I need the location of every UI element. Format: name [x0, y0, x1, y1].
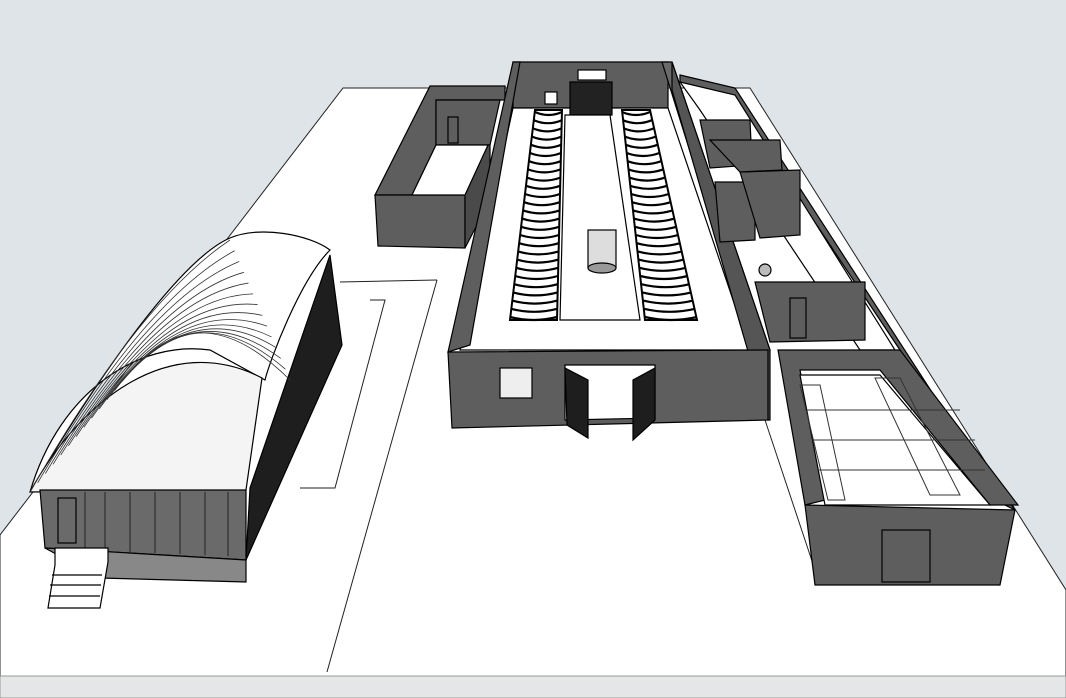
- stall-divider: [644, 315, 698, 322]
- stall-divider: [623, 127, 655, 133]
- stall-divider: [518, 242, 560, 248]
- stall-divider: [530, 143, 562, 149]
- stall-divider: [633, 217, 675, 223]
- stall-divider: [533, 119, 563, 125]
- stall-divider: [631, 201, 672, 207]
- roof-rib: [60, 282, 249, 456]
- stall-divider: [522, 209, 560, 215]
- stall-divider: [636, 242, 681, 248]
- stall-divider: [632, 209, 673, 215]
- stall-divider: [509, 315, 558, 322]
- annex-building: [678, 74, 1016, 511]
- entry-stairs[interactable]: [47, 547, 109, 609]
- roof-rib: [129, 332, 291, 381]
- barn-back-door: [569, 81, 613, 116]
- barn-door-left: [564, 366, 589, 440]
- stall-divider: [635, 233, 679, 240]
- stall-divider: [510, 307, 558, 313]
- barn-door-right: [632, 366, 656, 442]
- stall-divider: [628, 168, 664, 174]
- glass-room-door: [881, 529, 931, 583]
- stall-divider: [641, 283, 690, 289]
- roof-rib: [37, 250, 235, 483]
- footer-strip: [0, 675, 1066, 698]
- roof-rib: [45, 261, 240, 474]
- stall-divider: [513, 283, 559, 289]
- stall-divider: [519, 233, 560, 240]
- stall-divider: [532, 127, 563, 133]
- stall-divider: [638, 258, 685, 264]
- stall-divider: [643, 307, 696, 313]
- stall-divider: [641, 291, 692, 297]
- milking-stall-row-right: [620, 109, 699, 322]
- stall-divider: [629, 176, 666, 182]
- barn-center-aisle: [559, 114, 641, 321]
- hut-side-wall: [245, 254, 343, 561]
- hut-roof-ribs: [29, 239, 291, 493]
- barn-left-wall: [447, 61, 521, 353]
- stall-divider: [624, 135, 657, 141]
- glass-room-front-wall: [804, 504, 1016, 586]
- stall-divider: [634, 225, 677, 231]
- stall-divider: [517, 250, 559, 256]
- stall-divider: [512, 291, 558, 297]
- stall-divider: [523, 201, 561, 207]
- stall-divider: [524, 192, 561, 199]
- stall-divider: [626, 151, 660, 158]
- stall-divider: [528, 160, 562, 166]
- stall-divider: [520, 225, 560, 231]
- stall-divider: [639, 266, 686, 272]
- stall-divider: [630, 192, 670, 199]
- stall-divider: [621, 110, 651, 117]
- barn-window: [499, 367, 533, 399]
- annex-room-wall: [754, 281, 866, 343]
- feed-cart: [587, 229, 617, 269]
- stall-divider: [511, 299, 558, 305]
- stall-divider: [516, 258, 559, 264]
- stall-divider: [529, 151, 562, 158]
- stall-divider: [622, 119, 653, 125]
- stall-divider: [627, 160, 662, 166]
- stall-divider: [637, 250, 683, 256]
- stall-divider: [527, 168, 561, 174]
- roof-rib: [52, 271, 244, 465]
- stall-divider: [629, 184, 668, 190]
- quonset-hut: [28, 231, 343, 583]
- stall-divider: [526, 176, 561, 182]
- milking-stalls: [508, 109, 699, 322]
- roof-rib: [29, 239, 231, 493]
- roof-rib: [83, 312, 263, 428]
- roof-rib: [98, 324, 272, 410]
- stall-divider: [625, 143, 658, 149]
- stall-divider: [531, 135, 562, 141]
- stall-divider: [514, 274, 559, 281]
- stall-divider: [642, 299, 694, 305]
- roof-rib: [75, 303, 258, 437]
- milking-stall-row-left: [508, 109, 564, 322]
- stall-divider: [515, 266, 559, 272]
- stall-divider: [534, 110, 563, 117]
- stall-divider: [521, 217, 560, 223]
- glass-room: [777, 349, 1020, 586]
- hut-door: [57, 497, 77, 544]
- ground-lines: [300, 279, 821, 673]
- stall-divider: [640, 274, 688, 281]
- side-pen: [374, 85, 506, 249]
- stall-divider: [525, 184, 561, 190]
- roof-rib: [68, 293, 254, 447]
- roof-rib: [91, 319, 268, 419]
